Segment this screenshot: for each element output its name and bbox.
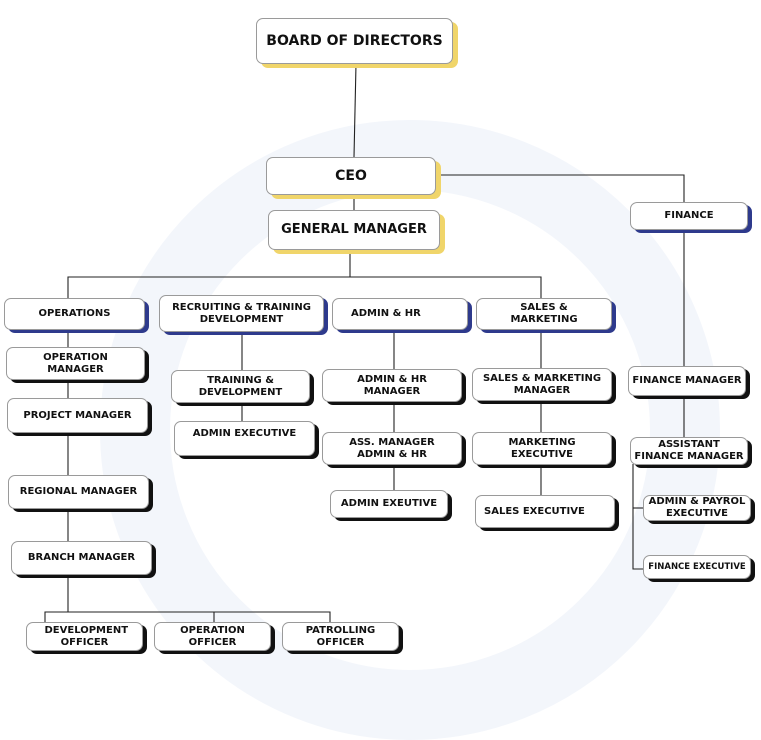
node-label: OPERATION MANAGER (43, 351, 108, 375)
admin-hr-node[interactable]: ADMIN & HR (332, 298, 468, 330)
project-manager-node[interactable]: PROJECT MANAGER (7, 398, 148, 433)
connector-department-bus (67, 276, 542, 298)
node-label: SALES & MARKETING (510, 302, 578, 325)
general-manager-node[interactable]: GENERAL MANAGER (268, 210, 440, 250)
node-label: OPERATIONS (38, 308, 111, 319)
operation-manager-node[interactable]: OPERATION MANAGER (6, 347, 145, 380)
node-label: ASSISTANT FINANCE MANAGER (634, 439, 744, 462)
finance-manager-node[interactable]: FINANCE MANAGER (628, 366, 746, 396)
node-label: ADMIN & PAYROL EXECUTIVE (648, 496, 746, 519)
connector-ceo-finance (436, 174, 685, 202)
operation-officer-node[interactable]: OPERATION OFFICER (154, 622, 271, 651)
node-label: CEO (335, 168, 367, 184)
node-label: ASS. MANAGER ADMIN & HR (349, 436, 435, 460)
assistant-finance-manager-node[interactable]: ASSISTANT FINANCE MANAGER (630, 437, 748, 465)
sales-marketing-manager-node[interactable]: SALES & MARKETING MANAGER (472, 368, 612, 401)
node-label: REGIONAL MANAGER (19, 486, 138, 497)
node-label: MARKETING EXECUTIVE (508, 436, 576, 460)
training-development-node[interactable]: TRAINING & DEVELOPMENT (171, 370, 310, 403)
node-label: FINANCE MANAGER (632, 375, 742, 386)
admin-hr-manager-node[interactable]: ADMIN & HR MANAGER (322, 369, 462, 402)
sales-executive-node[interactable]: SALES EXECUTIVE (475, 495, 615, 528)
board-of-directors-node[interactable]: BOARD OF DIRECTORS (256, 18, 453, 64)
ceo-node[interactable]: CEO (266, 157, 436, 195)
regional-manager-node[interactable]: REGIONAL MANAGER (8, 475, 149, 509)
connector-finance-exec-bus (632, 464, 643, 570)
node-label: ADMIN & HR MANAGER (357, 373, 427, 397)
assistant-manager-admin-hr-node[interactable]: ASS. MANAGER ADMIN & HR (322, 432, 462, 465)
node-label: ADMIN EXEUTIVE (340, 498, 438, 509)
node-label: SALES EXECUTIVE (484, 505, 585, 517)
node-label: OPERATION OFFICER (180, 624, 245, 648)
recruiting-node[interactable]: RECRUITING & TRAINING DEVELOPMENT (159, 295, 324, 332)
admin-executive-node[interactable]: ADMIN EXECUTIVE (174, 421, 315, 456)
sales-marketing-node[interactable]: SALES & MARKETING (476, 298, 612, 330)
node-label: BOARD OF DIRECTORS (266, 33, 443, 49)
finance-executive-node[interactable]: FINANCE EXECUTIVE (643, 555, 751, 579)
node-label: DEVELOPMENT OFFICER (44, 624, 129, 648)
branch-manager-node[interactable]: BRANCH MANAGER (11, 541, 152, 575)
node-label: FINANCE (664, 210, 714, 221)
node-label: BRANCH MANAGER (27, 552, 136, 563)
patrolling-officer-node[interactable]: PATROLLING OFFICER (282, 622, 399, 651)
connector-officers-bus (44, 611, 331, 622)
node-label: GENERAL MANAGER (281, 222, 427, 237)
node-label: PROJECT MANAGER (23, 409, 132, 421)
node-label: SALES & MARKETING MANAGER (482, 372, 602, 396)
admin-exeutive-node[interactable]: ADMIN EXEUTIVE (330, 490, 448, 518)
operations-node[interactable]: OPERATIONS (4, 298, 145, 330)
node-label: FINANCE EXECUTIVE (648, 562, 746, 572)
marketing-executive-node[interactable]: MARKETING EXECUTIVE (472, 432, 612, 465)
finance-node[interactable]: FINANCE (630, 202, 748, 230)
node-label: RECRUITING & TRAINING DEVELOPMENT (172, 301, 311, 325)
development-officer-node[interactable]: DEVELOPMENT OFFICER (26, 622, 143, 651)
node-label: ADMIN & HR (351, 308, 421, 319)
node-label: TRAINING & DEVELOPMENT (198, 374, 283, 398)
node-label: ADMIN EXECUTIVE (192, 428, 297, 439)
connector-board-ceo (353, 63, 357, 158)
node-label: PATROLLING OFFICER (305, 624, 376, 648)
admin-payrol-executive-node[interactable]: ADMIN & PAYROL EXECUTIVE (643, 495, 751, 521)
